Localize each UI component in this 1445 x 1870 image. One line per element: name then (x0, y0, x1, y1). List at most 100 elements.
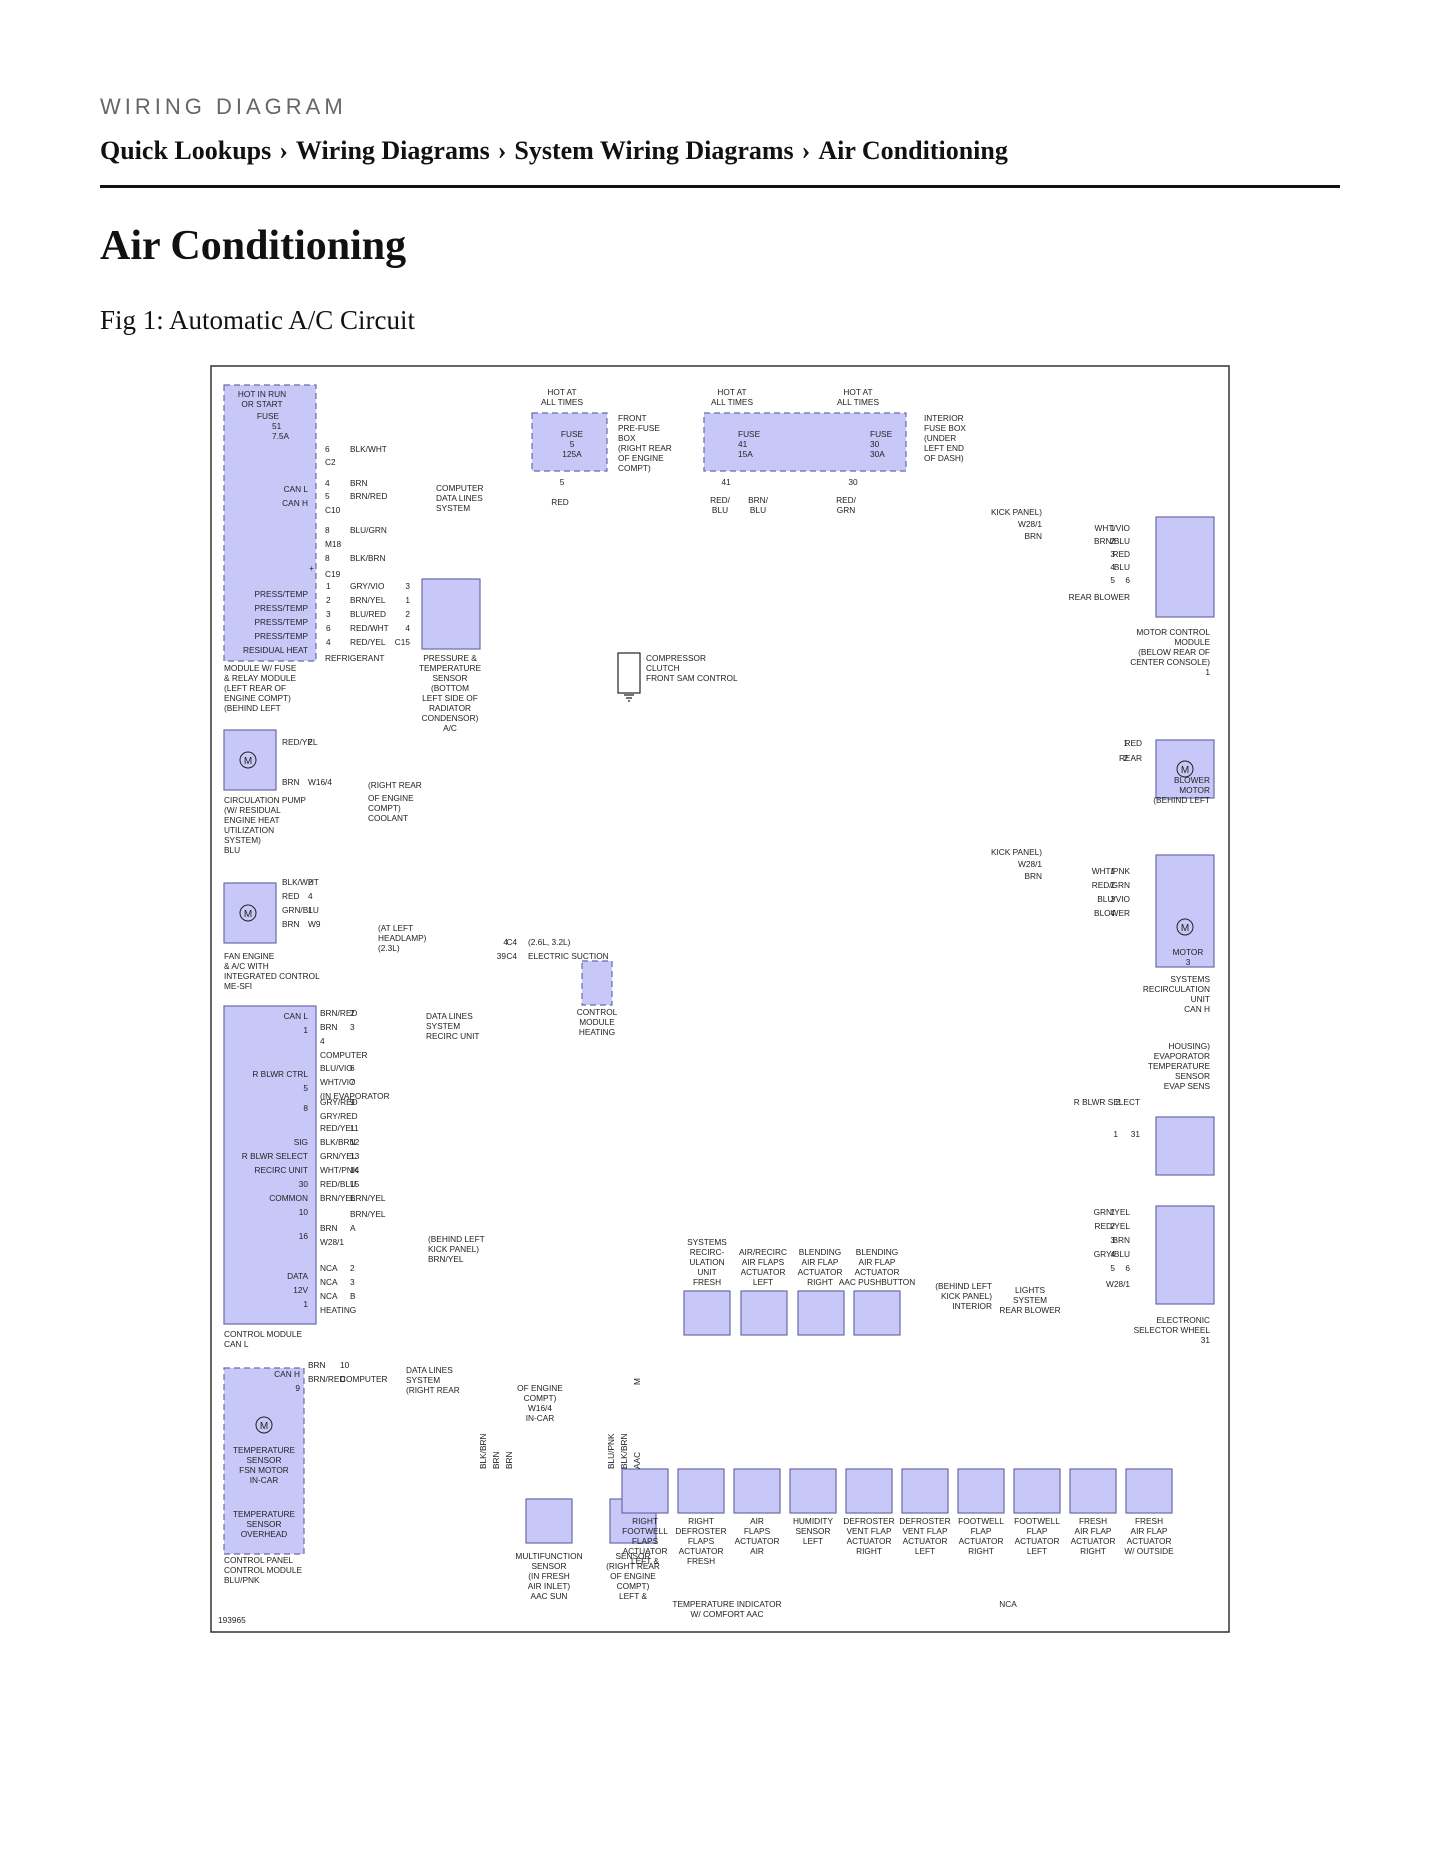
diagram-label: RADIATOR (429, 703, 471, 713)
diagram-label: (BEHIND LEFT (1153, 795, 1210, 805)
diagram-label: CAN H (282, 498, 308, 508)
diagram-label: 4 (1110, 908, 1115, 918)
diagram-label: SENSOR (1175, 1071, 1210, 1081)
right-blending-actuator (853, 1290, 901, 1336)
diagram-frame (210, 365, 1230, 1633)
diagram-label: W16/4 (528, 1403, 552, 1413)
diagram-label: COMPUTER (340, 1374, 387, 1384)
diagram-label: (BOTTOM (431, 683, 469, 693)
diagram-label: 6 (1125, 1263, 1130, 1273)
diagram-label: TEMPERATURE (1148, 1061, 1211, 1071)
flap-actuator-4 (845, 1468, 893, 1514)
diagram-label: LEFT (915, 1546, 935, 1556)
diagram-label: AIR FLAP (1131, 1526, 1168, 1536)
diagram-label: BLK/WHT (350, 444, 387, 454)
diagram-label: W28/1 (1106, 1279, 1130, 1289)
diagram-label: 5 (1110, 575, 1115, 585)
diagram-label: WHT/VIO (320, 1077, 356, 1087)
diagram-label: ULATION (689, 1257, 724, 1267)
diagram-label: HUMIDITY (793, 1516, 834, 1526)
diagram-label: W9 (308, 919, 321, 929)
diagram-label: FRONT SAM CONTROL (646, 673, 738, 683)
diagram-label: SENSOR (795, 1526, 830, 1536)
diagram-label: IN-CAR (526, 1413, 555, 1423)
diagram-label: LEFT SIDE OF (422, 693, 478, 703)
diagram-label: M18 (325, 539, 342, 549)
diagram-label: (RIGHT REAR (618, 443, 672, 453)
diagram-label: C4 (506, 951, 517, 961)
diagram-label: PRE-FUSE (618, 423, 660, 433)
section-eyebrow: WIRING DIAGRAM (100, 94, 347, 119)
diagram-label: 3 (1186, 957, 1191, 967)
diagram-label: RED/BLU (320, 1179, 356, 1189)
flap-actuator-5 (901, 1468, 949, 1514)
diagram-label: PRESSURE & (423, 653, 477, 663)
diagram-label: (RIGHT REAR (406, 1385, 460, 1395)
diagram-label: BLU/VIO (1097, 894, 1130, 904)
diagram-label: ACTUATOR (1127, 1536, 1172, 1546)
rear-blower-control-module (1155, 516, 1215, 618)
diagram-label: SENSOR (531, 1561, 566, 1571)
diagram-label: AIR FLAPS (742, 1257, 785, 1267)
diagram-label: ACTUATOR (623, 1546, 668, 1556)
diagram-label: ACTUATOR (741, 1267, 786, 1277)
diagram-label: 4 (405, 623, 410, 633)
breadcrumb-item-quick-lookups[interactable]: Quick Lookups (100, 136, 272, 165)
diagram-label: RIGHT (1080, 1546, 1106, 1556)
flap-actuator-2 (733, 1468, 781, 1514)
diagram-label: RED/YEL (320, 1123, 356, 1133)
diagram-label: R BLWR SELECT (1074, 1097, 1140, 1107)
diagram-label: C15 (395, 637, 411, 647)
diagram-label: CENTER CONSOLE) (1130, 657, 1210, 667)
diagram-label: AIR INLET) (528, 1581, 571, 1591)
header-divider (100, 185, 1340, 188)
diagram-label: RED/YEL (350, 637, 386, 647)
diagram-label: KICK PANEL) (941, 1291, 992, 1301)
diagram-label: WHT/PNK (320, 1165, 359, 1175)
diagram-label: ENGINE HEAT (224, 815, 280, 825)
diagram-label: HEADLAMP) (378, 933, 427, 943)
diagram-label: 10 (299, 1207, 309, 1217)
diagram-label: BLU (750, 505, 766, 515)
diagram-label: 4 (320, 1036, 325, 1046)
diagram-label: RIGHT (632, 1516, 658, 1526)
diagram-label: RED/YEL (282, 737, 318, 747)
diagram-label: DATA LINES (436, 493, 483, 503)
diagram-label: ALL TIMES (541, 397, 583, 407)
diagram-label: C10 (325, 505, 341, 515)
diagram-label: INTERIOR (924, 413, 964, 423)
diagram-label: GRY/RED (320, 1097, 358, 1107)
diagram-label: C19 (325, 569, 341, 579)
diagram-label: MODULE (579, 1017, 615, 1027)
breadcrumb-item-wiring-diagrams[interactable]: Wiring Diagrams (295, 136, 490, 165)
diagram-label: WHT/PNK (1092, 866, 1131, 876)
diagram-label: 7 (350, 1077, 355, 1087)
diagram-label: 30 (299, 1179, 309, 1189)
flap-actuator-1 (677, 1468, 725, 1514)
diagram-label: RECIRC UNIT (426, 1031, 479, 1041)
diagram-label: EVAP SENS (1164, 1081, 1211, 1091)
diagram-label: COMPT) (368, 803, 401, 813)
breadcrumb-item-air-conditioning[interactable]: Air Conditioning (818, 136, 1008, 165)
diagram-label: DEFROSTER (843, 1516, 894, 1526)
diagram-label: FLAPS (688, 1536, 715, 1546)
breadcrumb-item-system-wiring-diagrams[interactable]: System Wiring Diagrams (514, 136, 794, 165)
rear-blower-motor (1155, 739, 1215, 799)
diagram-label: 4 (325, 478, 330, 488)
diagram-label: REAR (1119, 753, 1142, 763)
rear-blower-selector-wheel (1155, 1205, 1215, 1305)
diagram-label: HEATING (579, 1027, 615, 1037)
diagram-label: C4 (506, 937, 517, 947)
diagram-label: 2 (308, 737, 313, 747)
diagram-label: 12 (350, 1137, 360, 1147)
diagram-label: SENSOR (615, 1551, 650, 1561)
diagram-label: CONTROL PANEL (224, 1555, 294, 1565)
diagram-label: 2 (1110, 536, 1115, 546)
diagram-label: 4 (308, 891, 313, 901)
diagram-label: UTILIZATION (224, 825, 274, 835)
diagram-label: RIGHT (856, 1546, 882, 1556)
diagram-label: LEFT END (924, 443, 964, 453)
diagram-label: & RELAY MODULE (224, 673, 297, 683)
diagram-label: SYSTEM (436, 503, 470, 513)
diagram-label: TEMPERATURE INDICATOR (672, 1599, 781, 1609)
